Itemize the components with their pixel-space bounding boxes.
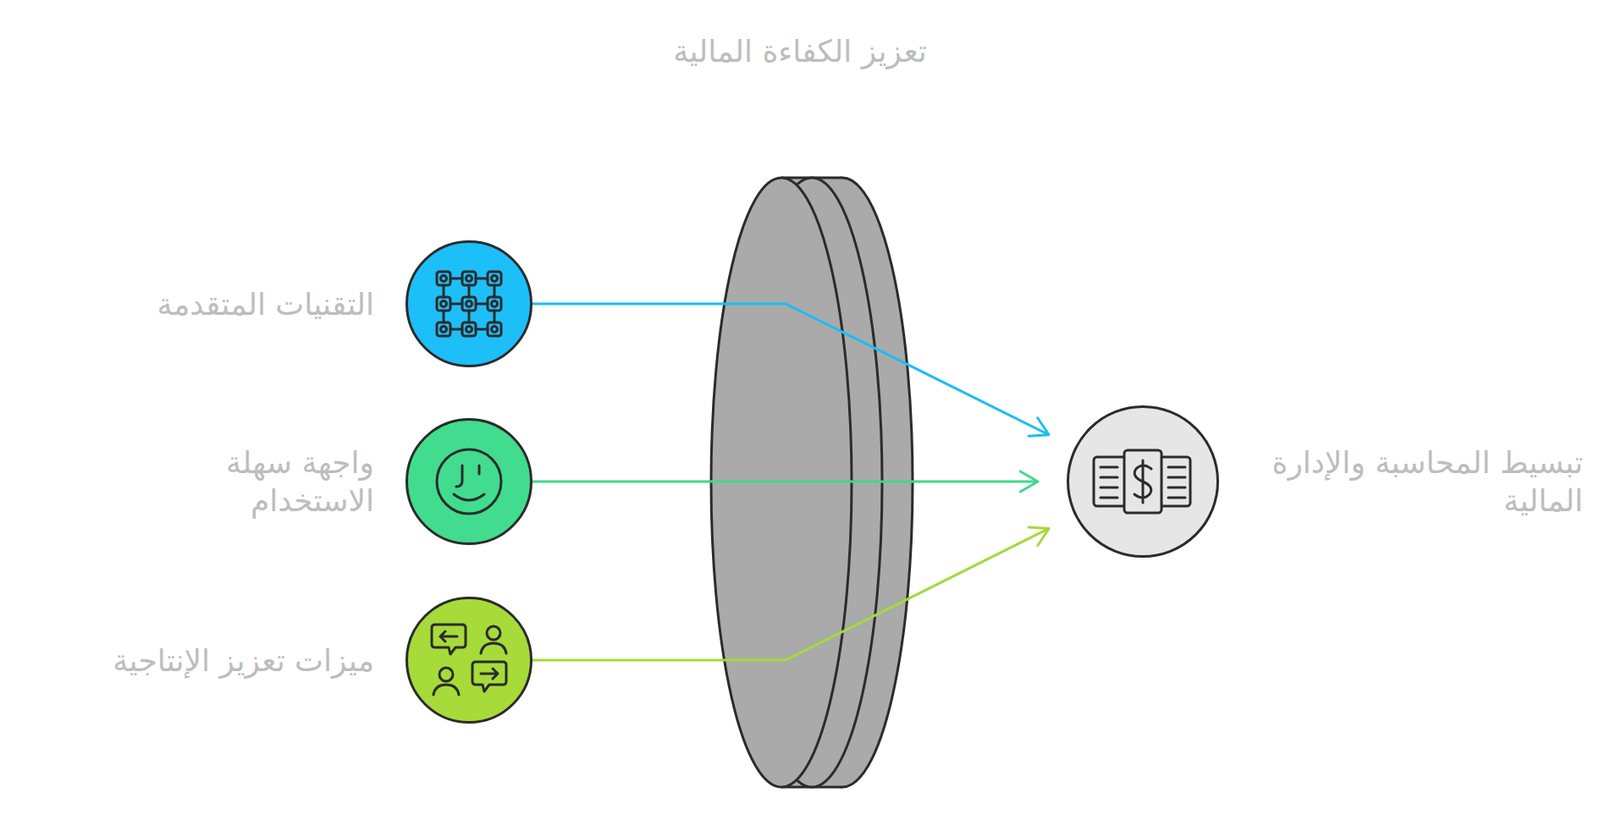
circle-shape — [407, 242, 532, 367]
connector-group — [532, 471, 1038, 492]
connector — [532, 528, 1049, 661]
output-circle: تبسيط المحاسبة والإدارة المالية — [1066, 405, 1220, 558]
connector — [532, 480, 1038, 484]
connector-group — [532, 303, 1049, 436]
input-circle: التقنيات المتقدمة — [405, 240, 533, 368]
arrow-head — [1028, 527, 1049, 546]
connector-group — [532, 527, 1049, 661]
circle-outline — [1066, 405, 1220, 558]
connector — [532, 303, 1049, 436]
circle-shape — [407, 598, 532, 723]
diagram-title: تعزيز الكفاءة المالية — [0, 32, 1600, 71]
arrow-head — [1028, 418, 1049, 436]
circle-outline — [405, 596, 533, 724]
circle-outline — [405, 240, 533, 368]
circle-outline — [405, 418, 533, 546]
input-circle: واجهة سهلة الاستخدام — [405, 418, 533, 546]
arrow-head — [1020, 471, 1038, 492]
input-circle: ميزات تعزيز الإنتاجية — [405, 596, 533, 724]
circle-shape — [407, 419, 532, 545]
node-label: ميزات تعزيز الإنتاجية — [6, 641, 375, 680]
node-label: تبسيط المحاسبة والإدارة المالية — [1269, 443, 1584, 520]
node-label: واجهة سهلة الاستخدام — [137, 443, 375, 520]
circle-shape — [1068, 407, 1219, 558]
node-label: التقنيات المتقدمة — [18, 285, 375, 324]
